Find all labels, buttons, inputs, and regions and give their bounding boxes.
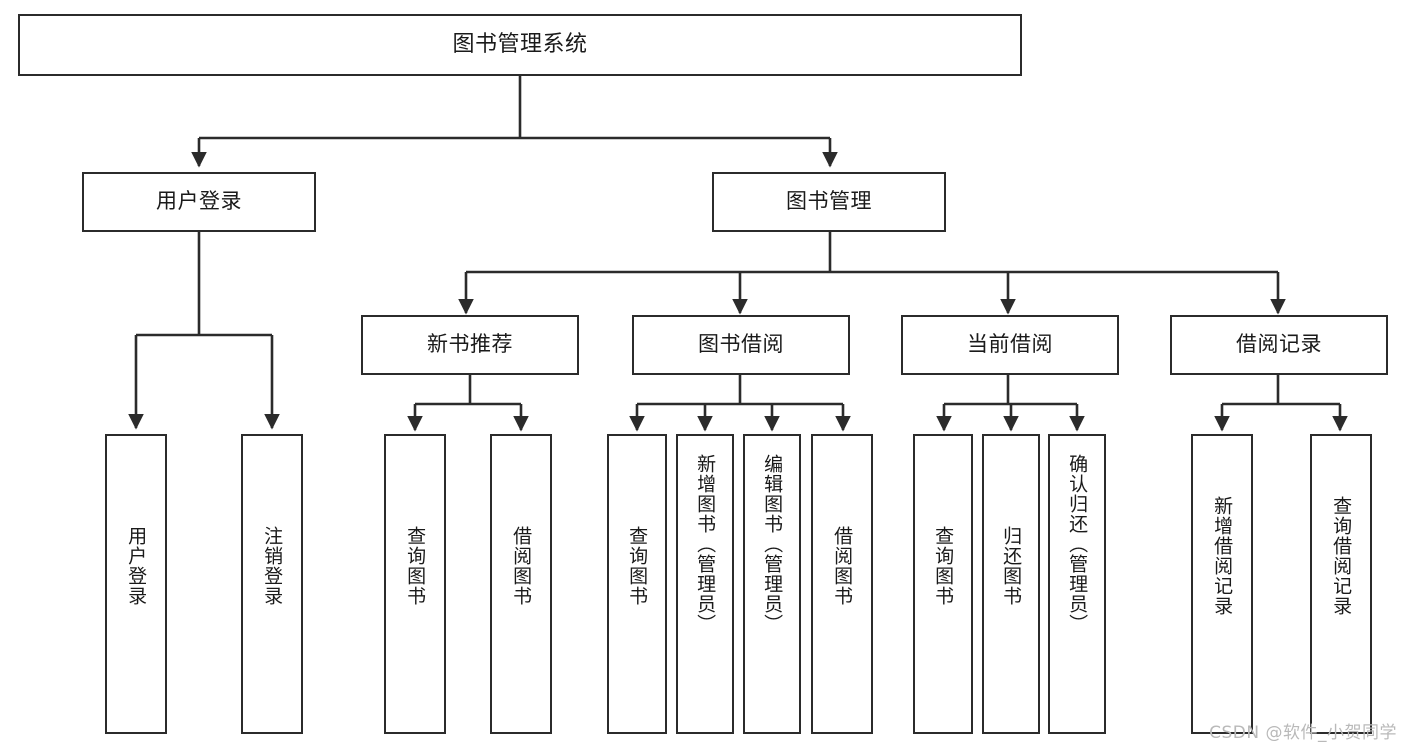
node-root-system[interactable]: 图书管理系统 [18,14,1022,76]
node-label: 新增借阅记录 [1211,496,1234,616]
node-label: 用户登录 [125,526,148,606]
node-label: 确认归还（管理员） [1066,454,1089,634]
node-label: 查询图书 [932,526,955,606]
node-label: 新增图书（管理员） [694,454,717,634]
node-label: 图书借阅 [698,332,784,357]
node-label: 新书推荐 [427,332,513,357]
leaf-borrow-book[interactable]: 借阅图书 [811,434,873,734]
node-label: 注销登录 [261,526,284,606]
node-label: 查询借阅记录 [1330,496,1353,616]
leaf-add-book-admin[interactable]: 新增图书（管理员） [676,434,734,734]
leaf-user-login[interactable]: 用户登录 [105,434,167,734]
node-label: 借阅记录 [1236,332,1322,357]
leaf-query-book-current[interactable]: 查询图书 [913,434,973,734]
node-new-book-recommend[interactable]: 新书推荐 [361,315,579,375]
node-label: 用户登录 [156,189,242,214]
leaf-query-borrow-record[interactable]: 查询借阅记录 [1310,434,1372,734]
leaf-query-book-borrow[interactable]: 查询图书 [607,434,667,734]
node-label: 图书管理系统 [452,31,588,57]
node-label: 查询图书 [626,526,649,606]
leaf-query-book-recommend[interactable]: 查询图书 [384,434,446,734]
node-current-borrow[interactable]: 当前借阅 [901,315,1119,375]
watermark-text: CSDN @软件_小贺同学 [1209,723,1397,743]
node-user-login[interactable]: 用户登录 [82,172,316,232]
leaf-add-borrow-record[interactable]: 新增借阅记录 [1191,434,1253,734]
leaf-edit-book-admin[interactable]: 编辑图书（管理员） [743,434,801,734]
node-label: 编辑图书（管理员） [761,454,784,634]
leaf-borrow-book-recommend[interactable]: 借阅图书 [490,434,552,734]
node-label: 图书管理 [786,189,872,214]
leaf-return-book[interactable]: 归还图书 [982,434,1040,734]
node-label: 查询图书 [404,526,427,606]
node-book-management[interactable]: 图书管理 [712,172,946,232]
node-borrow-record[interactable]: 借阅记录 [1170,315,1388,375]
node-label: 归还图书 [1000,526,1023,606]
leaf-user-logout[interactable]: 注销登录 [241,434,303,734]
node-label: 借阅图书 [510,526,533,606]
node-label: 借阅图书 [831,526,854,606]
leaf-confirm-return-admin[interactable]: 确认归还（管理员） [1048,434,1106,734]
node-book-borrow[interactable]: 图书借阅 [632,315,850,375]
node-label: 当前借阅 [967,332,1053,357]
